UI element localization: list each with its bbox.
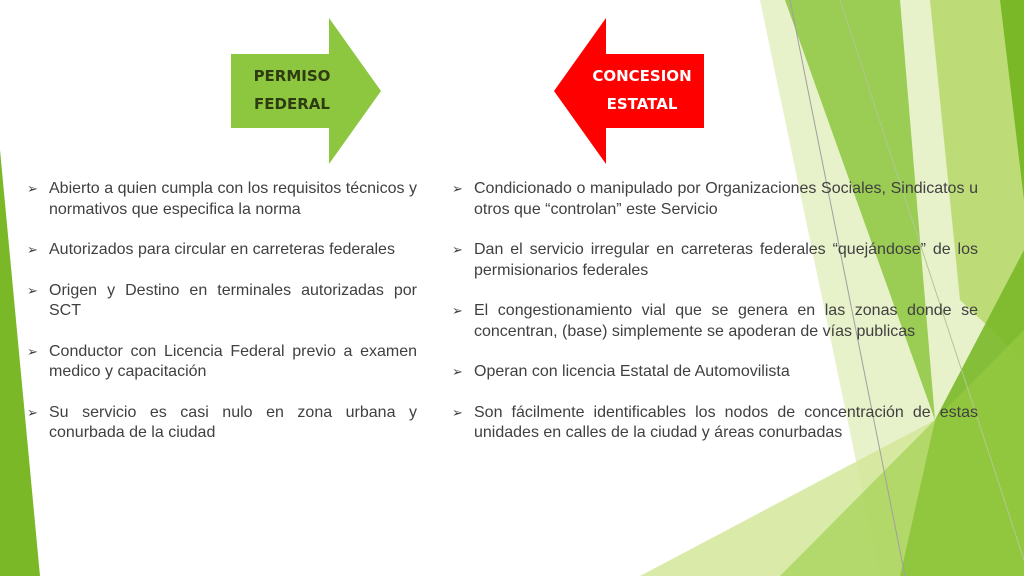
concesion-label-line2: ESTATAL bbox=[606, 95, 678, 113]
concesion-label-line1: CONCESION bbox=[592, 67, 692, 85]
arrowhead-bullet-icon: ➢ bbox=[452, 181, 463, 196]
arrowhead-bullet-icon: ➢ bbox=[452, 303, 463, 318]
left-bullet-list: ➢Abierto a quien cumpla con los requisit… bbox=[27, 179, 417, 464]
right-bullet-list: ➢Condicionado o manipulado por Organizac… bbox=[452, 179, 978, 464]
right-facet-green-3 bbox=[1000, 0, 1024, 200]
list-item: ➢Dan el servicio irregular en carreteras… bbox=[452, 241, 978, 279]
list-item: ➢Operan con licencia Estatal de Automovi… bbox=[452, 362, 978, 383]
arrowhead-bullet-icon: ➢ bbox=[27, 343, 38, 359]
permiso-federal-label: PERMISO FEDERAL bbox=[231, 62, 353, 118]
list-item: ➢Conductor con Licencia Federal previo a… bbox=[27, 342, 417, 381]
red-arrow-shape bbox=[554, 18, 704, 164]
list-item: ➢Origen y Destino en terminales autoriza… bbox=[27, 281, 417, 320]
permiso-label-line1: PERMISO bbox=[253, 67, 331, 85]
arrowhead-bullet-icon: ➢ bbox=[27, 181, 38, 196]
right-facet-line-1 bbox=[789, 0, 906, 576]
right-facet-light-3 bbox=[780, 330, 1024, 576]
arrowhead-bullet-icon: ➢ bbox=[452, 364, 463, 379]
right-facet-green-1 bbox=[785, 0, 935, 420]
permiso-label-line2: FEDERAL bbox=[254, 95, 330, 113]
arrowhead-bullet-icon: ➢ bbox=[27, 242, 38, 257]
concesion-estatal-arrow bbox=[554, 18, 704, 164]
concesion-estatal-label: CONCESION ESTATAL bbox=[580, 62, 704, 118]
right-facet-line-2 bbox=[839, 0, 1024, 561]
arrowhead-bullet-icon: ➢ bbox=[452, 242, 463, 257]
left-green-stripe bbox=[0, 150, 40, 576]
arrowhead-bullet-icon: ➢ bbox=[452, 404, 463, 420]
arrowhead-bullet-icon: ➢ bbox=[27, 282, 38, 298]
right-facet-green-2 bbox=[930, 0, 1024, 360]
list-item: ➢Condicionado o manipulado por Organizac… bbox=[452, 180, 978, 218]
list-item: ➢Su servicio es casi nulo en zona urbana… bbox=[27, 403, 417, 442]
list-item: ➢Abierto a quien cumpla con los requisit… bbox=[27, 180, 417, 218]
list-item: ➢El congestionamiento vial que se genera… bbox=[452, 302, 978, 340]
list-item: ➢Autorizados para circular en carreteras… bbox=[27, 240, 417, 261]
permiso-federal-arrow bbox=[231, 18, 381, 164]
green-arrow-shape bbox=[231, 18, 381, 164]
arrowhead-bullet-icon: ➢ bbox=[27, 404, 38, 420]
list-item: ➢Son fácilmente identificables los nodos… bbox=[452, 403, 978, 442]
